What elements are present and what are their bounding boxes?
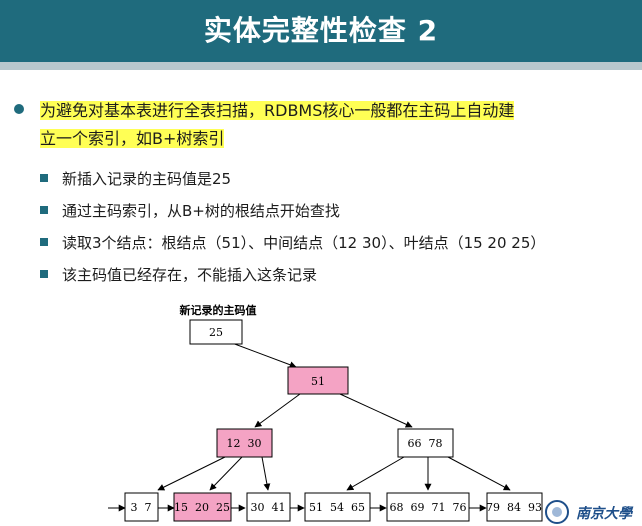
- bplus-tree-diagram: 新记录的主码值 25 51 12 30 66 78: [108, 303, 543, 522]
- svg-text:68 69 71 76: 68 69 71 76: [390, 501, 467, 514]
- svg-text:15 20 25: 15 20 25: [174, 501, 230, 514]
- university-logo: 南京大學: [576, 506, 632, 522]
- title-divider: [0, 62, 642, 70]
- svg-text:25: 25: [209, 326, 223, 339]
- new-key-caption: 新记录的主码值: [180, 303, 257, 317]
- svg-text:3 7: 3 7: [131, 501, 152, 514]
- edge-root-left: [254, 393, 301, 428]
- internal-node-right: 66 78: [397, 428, 454, 458]
- new-key-node: 25: [189, 319, 243, 345]
- svg-text:51 54 65: 51 54 65: [309, 501, 365, 514]
- edge-right-leaf4: [346, 456, 405, 491]
- edge-new-to-root: [231, 342, 297, 369]
- main-point-line-1: 为避免对基本表进行全表扫描，RDBMS核心一般都在主码上自动建: [40, 101, 515, 120]
- svg-text:12 30: 12 30: [227, 437, 262, 450]
- main-point-line-2: 立一个索引，如B+树索引: [40, 129, 225, 148]
- leaf-node: 68 69 71 76: [386, 492, 470, 522]
- internal-node-left: 12 30: [216, 428, 273, 458]
- square-bullet-icon: [40, 270, 48, 278]
- svg-text:79 84 93: 79 84 93: [486, 501, 542, 514]
- square-bullet-icon: [40, 174, 48, 182]
- square-bullet-icon: [40, 206, 48, 214]
- leaf-node-found: 15 20 25: [173, 492, 232, 522]
- edge-root-right: [339, 393, 413, 428]
- sub-point: 该主码值已经存在，不能插入这条记录: [40, 264, 317, 286]
- edge-left-leaf2: [209, 456, 243, 491]
- leaf-node: 79 84 93: [486, 492, 543, 522]
- leaf-node: 51 54 65: [304, 492, 371, 522]
- root-node: 51: [287, 366, 349, 395]
- university-seal-icon: [545, 500, 569, 524]
- svg-text:30 41: 30 41: [251, 501, 286, 514]
- title-bar: [0, 0, 642, 62]
- leaf-node: 3 7: [124, 492, 159, 522]
- edge-left-leaf1: [157, 456, 226, 491]
- leaf-node: 30 41: [246, 492, 291, 522]
- tree-edges: [108, 342, 511, 512]
- slide-title: 实体完整性检查 2: [203, 14, 439, 47]
- edge-right-leaf6: [447, 456, 511, 491]
- edge-left-leaf3: [261, 456, 271, 491]
- svg-text:66 78: 66 78: [408, 437, 443, 450]
- square-bullet-icon: [40, 238, 48, 246]
- sub-point: 读取3个结点：根结点（51）、中间结点（12 30）、叶结点（15 20 25）: [40, 232, 545, 254]
- svg-text:51: 51: [311, 375, 325, 388]
- bullet-icon: [14, 104, 24, 114]
- main-point: 为避免对基本表进行全表扫描，RDBMS核心一般都在主码上自动建 立一个索引，如B…: [40, 97, 640, 153]
- sub-point: 通过主码索引，从B+树的根结点开始查找: [40, 200, 340, 222]
- sub-point: 新插入记录的主码值是25: [40, 168, 231, 190]
